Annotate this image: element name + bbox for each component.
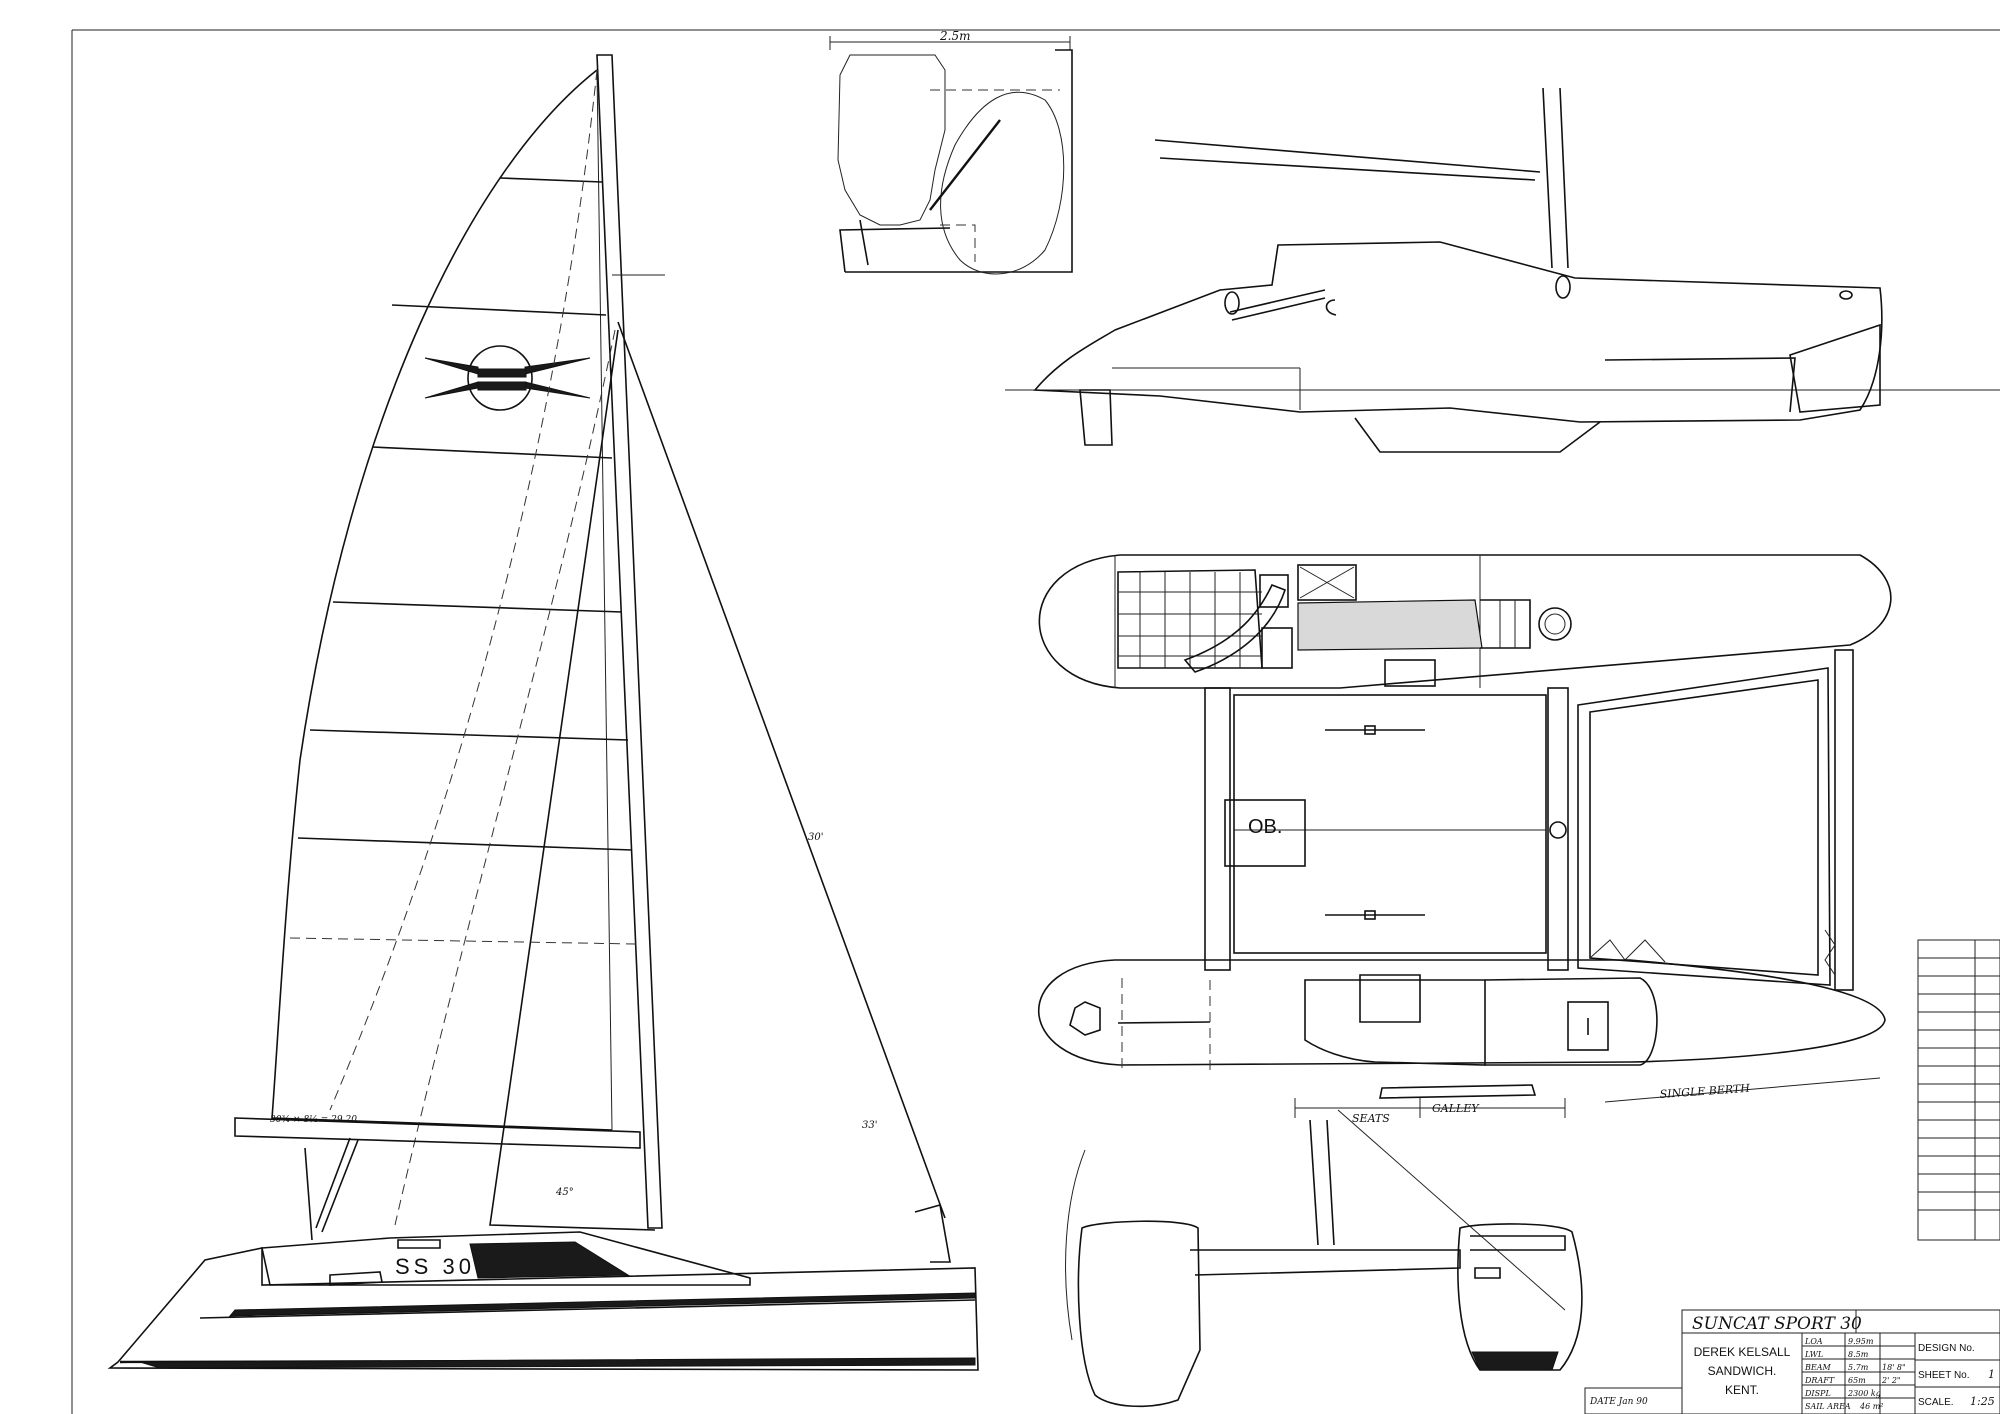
end-elevation-view	[1065, 1109, 1583, 1408]
spec-displ-label: DISPL	[1804, 1389, 1831, 1398]
upper-hull-plan	[1038, 554, 1892, 689]
designer-county: KENT.	[1725, 1383, 1759, 1397]
spec-loa-value: 9.95m	[1848, 1337, 1874, 1346]
jib	[489, 329, 656, 1231]
saloon-settee	[1297, 599, 1483, 651]
spec-beam-value: 5.7m	[1848, 1363, 1869, 1372]
designer-name: DEREK KELSALL	[1694, 1345, 1791, 1359]
sail-plan-profile: SS 30 30¾ × 8¼ = 29.20 33' 30' 45°	[107, 54, 979, 1371]
svg-text:33': 33'	[862, 1120, 877, 1131]
svg-text:45°: 45°	[555, 1187, 574, 1198]
sheet-border	[71, 29, 2000, 1414]
title-block: SUNCAT SPORT 30 DEREK KELSALL SANDWICH. …	[1584, 1309, 2000, 1414]
hull-profile	[107, 1247, 979, 1371]
sail-insignia-logo	[424, 345, 591, 411]
single-berth-label: SINGLE BERTH	[1659, 1082, 1750, 1101]
dimension-label-top: 2.5m	[939, 29, 970, 43]
spec-loa-label: LOA	[1804, 1337, 1823, 1346]
sail-battens	[289, 177, 637, 945]
forestay	[617, 321, 946, 1219]
seats-label: SEATS	[1352, 1112, 1390, 1125]
svg-text:30': 30'	[808, 832, 823, 843]
design-no-label: DESIGN No.	[1918, 1343, 1975, 1354]
spec-draft-value: 65m	[1848, 1376, 1866, 1385]
mast	[596, 54, 663, 1229]
scale-value: 1:25	[1970, 1395, 1995, 1408]
sheet-no-label: SHEET No.	[1918, 1370, 1970, 1381]
cockpit-plan-detail: 2.5m	[829, 29, 1073, 275]
spec-lwl-label: LWL	[1804, 1350, 1823, 1359]
spec-sail-area-value: 46 m²	[1859, 1402, 1884, 1411]
spec-beam-label: BEAM	[1804, 1363, 1831, 1372]
mainsail	[271, 69, 613, 1131]
hull-elevation	[1033, 241, 1883, 423]
galley-label: GALLEY	[1432, 1102, 1480, 1115]
accommodation-plan-view: OB. SEATS GALLEY SINGLE BERTH	[1037, 554, 1892, 1125]
bridge-deck: OB.	[1204, 649, 1854, 991]
spec-beam-imperial: 18' 8"	[1882, 1363, 1906, 1372]
side-elevation-view	[1005, 87, 2000, 453]
boom	[234, 1117, 641, 1149]
spec-lwl-value: 8.5m	[1848, 1350, 1869, 1359]
lower-hull-plan	[1037, 959, 1886, 1066]
designer-town: SANDWICH.	[1708, 1364, 1777, 1378]
outboard-label: OB.	[1248, 816, 1282, 838]
spec-draft-label: DRAFT	[1804, 1376, 1835, 1385]
spec-displ-value: 2300 kg	[1847, 1389, 1881, 1398]
sail-number-label: SS 30	[395, 1254, 475, 1279]
drawing-title: SUNCAT SPORT 30	[1692, 1314, 1862, 1334]
spec-sail-area-label: SAIL AREA	[1805, 1402, 1851, 1411]
svg-text:30¾ × 8¼ = 29.20: 30¾ × 8¼ = 29.20	[270, 1114, 357, 1125]
scale-label: SCALE.	[1918, 1397, 1954, 1408]
spec-draft-imperial: 2' 2"	[1881, 1376, 1901, 1385]
revision-table	[1917, 939, 2000, 1241]
date-label: DATE Jan 90	[1589, 1397, 1648, 1407]
sheet-no-value: 1	[1988, 1368, 1995, 1381]
